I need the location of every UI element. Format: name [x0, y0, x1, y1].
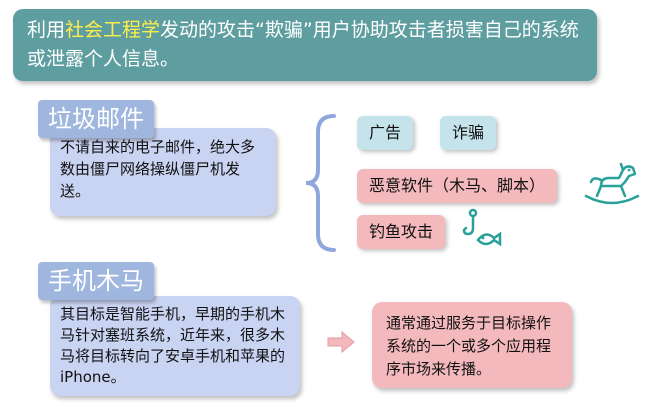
mobile-spread: 通常通过服务于目标操作系统的一个或多个应用程序市场来传播。	[386, 314, 552, 378]
spam-type-fraud: 诈骗	[440, 116, 497, 150]
header-text-after: 发动的攻击“欺骗”用户协助攻击者损害自己的系统或泄露个人信息。	[27, 19, 579, 70]
spam-title: 垃圾邮件	[48, 105, 144, 133]
mobile-title-tag: 手机木马	[38, 262, 154, 300]
mobile-description-card: 其目标是智能手机，早期的手机木马针对塞班系统，近年来，很多木马将目标转向了安卓手…	[50, 296, 300, 396]
spam-description: 不请自来的电子邮件，绝大多数由僵尸网络操纵僵尸机发送。	[60, 138, 256, 200]
mobile-title: 手机木马	[48, 267, 144, 295]
spam-type-phishing-label: 钓鱼攻击	[369, 222, 434, 241]
right-arrow-icon	[327, 331, 355, 353]
header-highlight: 社会工程学	[65, 19, 161, 41]
spam-type-phishing: 钓鱼攻击	[357, 215, 446, 249]
spam-type-malware: 恶意软件（木马、脚本）	[357, 169, 558, 203]
spam-type-fraud-label: 诈骗	[452, 123, 485, 142]
spam-description-card: 不请自来的电子邮件，绝大多数由僵尸网络操纵僵尸机发送。	[50, 128, 276, 216]
header-banner: 利用社会工程学发动的攻击“欺骗”用户协助攻击者损害自己的系统或泄露个人信息。	[13, 9, 597, 81]
mobile-spread-card: 通常通过服务于目标操作系统的一个或多个应用程序市场来传播。	[372, 302, 572, 388]
curly-brace	[305, 114, 336, 252]
spam-type-malware-label: 恶意软件（木马、脚本）	[369, 176, 546, 195]
spam-title-tag: 垃圾邮件	[38, 100, 154, 138]
fishing-hook-icon	[462, 208, 502, 247]
mobile-description: 其目标是智能手机，早期的手机木马针对塞班系统，近年来，很多木马将目标转向了安卓手…	[60, 305, 286, 386]
spam-type-ads: 广告	[357, 116, 414, 150]
rocking-horse-icon	[584, 162, 640, 205]
header-text-before: 利用	[27, 19, 66, 41]
spam-type-ads-label: 广告	[369, 123, 402, 142]
